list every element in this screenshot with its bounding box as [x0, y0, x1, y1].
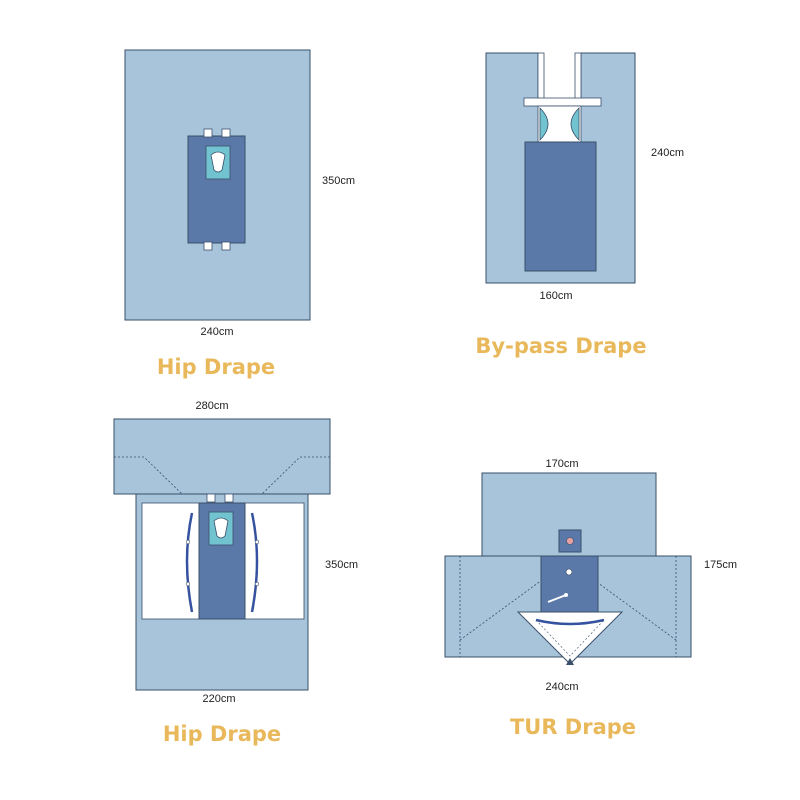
bypass-drape-left-slit — [537, 52, 545, 101]
tube-holder-icon — [221, 241, 231, 251]
hip-drape-2-left-pouch — [141, 502, 203, 620]
tube-holder-icon — [221, 128, 231, 138]
tur-drape-finger-cot-icon — [565, 568, 573, 576]
hip-drape-2-tie-points — [185, 539, 260, 587]
tie-point-icon — [185, 539, 191, 545]
hip-drape-2-title: Hip Drape — [163, 722, 281, 746]
tube-holder-icon — [224, 493, 234, 503]
bypass-drape-right-slit — [574, 52, 582, 101]
bypass-drape: 240cm 160cm By-pass Drape — [475, 52, 684, 358]
hip-drape-2-right-strip — [250, 512, 259, 613]
bypass-drape-right-window — [570, 107, 580, 141]
hip-drape-2-left-strip — [185, 512, 194, 613]
tur-drape-drain-icon — [566, 658, 574, 665]
tie-point-icon — [254, 581, 260, 587]
hip-drape-1-tube-holders-top — [203, 128, 231, 138]
tur-drape-height: 175cm — [704, 559, 737, 571]
tur-drape-pocket-port-icon — [566, 537, 574, 545]
bypass-drape-title: By-pass Drape — [475, 334, 646, 358]
tie-point-icon — [254, 539, 260, 545]
tube-holder-icon — [203, 128, 213, 138]
tur-drape-tube-holder-icon — [547, 593, 568, 603]
bypass-drape-left-window — [539, 107, 549, 141]
tur-drape: 170cm 175cm 240cm TUR Drape — [444, 458, 737, 739]
hip-drape-2: 280cm 350cm 220cm Hip Drape — [113, 400, 358, 746]
hip-drape-1-fenestration-icon — [210, 151, 226, 173]
tube-holder-icon — [206, 493, 216, 503]
tur-drape-title: TUR Drape — [510, 715, 636, 739]
hip-drape-1: 350cm 240cm Hip Drape — [124, 49, 355, 379]
tube-holder-icon — [203, 241, 213, 251]
bypass-drape-height: 240cm — [651, 147, 684, 159]
tie-point-icon — [185, 581, 191, 587]
tur-drape-reinforced-panel — [540, 555, 599, 613]
hip-drape-1-tube-holders-bottom — [203, 241, 231, 251]
hip-drape-2-top-width: 280cm — [195, 400, 228, 412]
bypass-drape-width: 160cm — [539, 290, 572, 302]
hip-drape-1-width: 240cm — [200, 326, 233, 338]
tur-drape-bottom-width: 240cm — [545, 681, 578, 693]
tur-drape-pouch-wire — [535, 618, 605, 626]
tur-drape-top-width: 170cm — [545, 458, 578, 470]
hip-drape-2-tube-holders — [206, 493, 234, 503]
hip-drape-1-title: Hip Drape — [157, 355, 275, 379]
bypass-drape-crossbar — [523, 97, 602, 107]
hip-drape-1-height: 350cm — [322, 175, 355, 187]
bypass-drape-reinforced-panel — [524, 141, 597, 272]
tur-drape-pouch-fold — [535, 619, 605, 657]
hip-drape-2-fenestration-icon — [213, 517, 229, 539]
hip-drape-2-fold-lines — [114, 456, 330, 495]
hip-drape-2-top-sheet — [113, 418, 331, 495]
hip-drape-2-bottom-width: 220cm — [202, 693, 235, 705]
tur-drape-fluid-pouch — [516, 611, 624, 665]
hip-drape-2-height: 350cm — [325, 559, 358, 571]
